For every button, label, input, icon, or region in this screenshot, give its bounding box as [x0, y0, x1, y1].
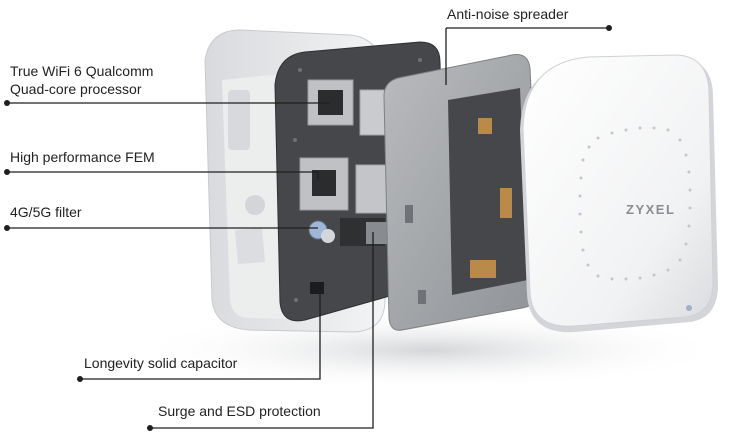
callout-surge: Surge and ESD protection [158, 403, 321, 419]
front-cover: ZYXEL [520, 54, 718, 333]
callout-spreader: Anti-noise spreader [447, 6, 569, 22]
leader-line-capacitor [80, 290, 321, 380]
metal-shield [383, 54, 541, 331]
callout-fem: High performance FEM [10, 149, 155, 165]
callout-capacitor: Longevity solid capacitor [84, 355, 238, 371]
callout-filter: 4G/5G filter [10, 204, 82, 220]
leader-line-surge [150, 232, 374, 429]
callout-processor: True WiFi 6 Qualcomm Quad-core processor [10, 63, 154, 97]
leader-lines [7, 27, 609, 429]
leader-line-fem [7, 171, 319, 180]
leader-dots [4, 25, 612, 431]
brand-logo: ZYXEL [626, 202, 675, 217]
